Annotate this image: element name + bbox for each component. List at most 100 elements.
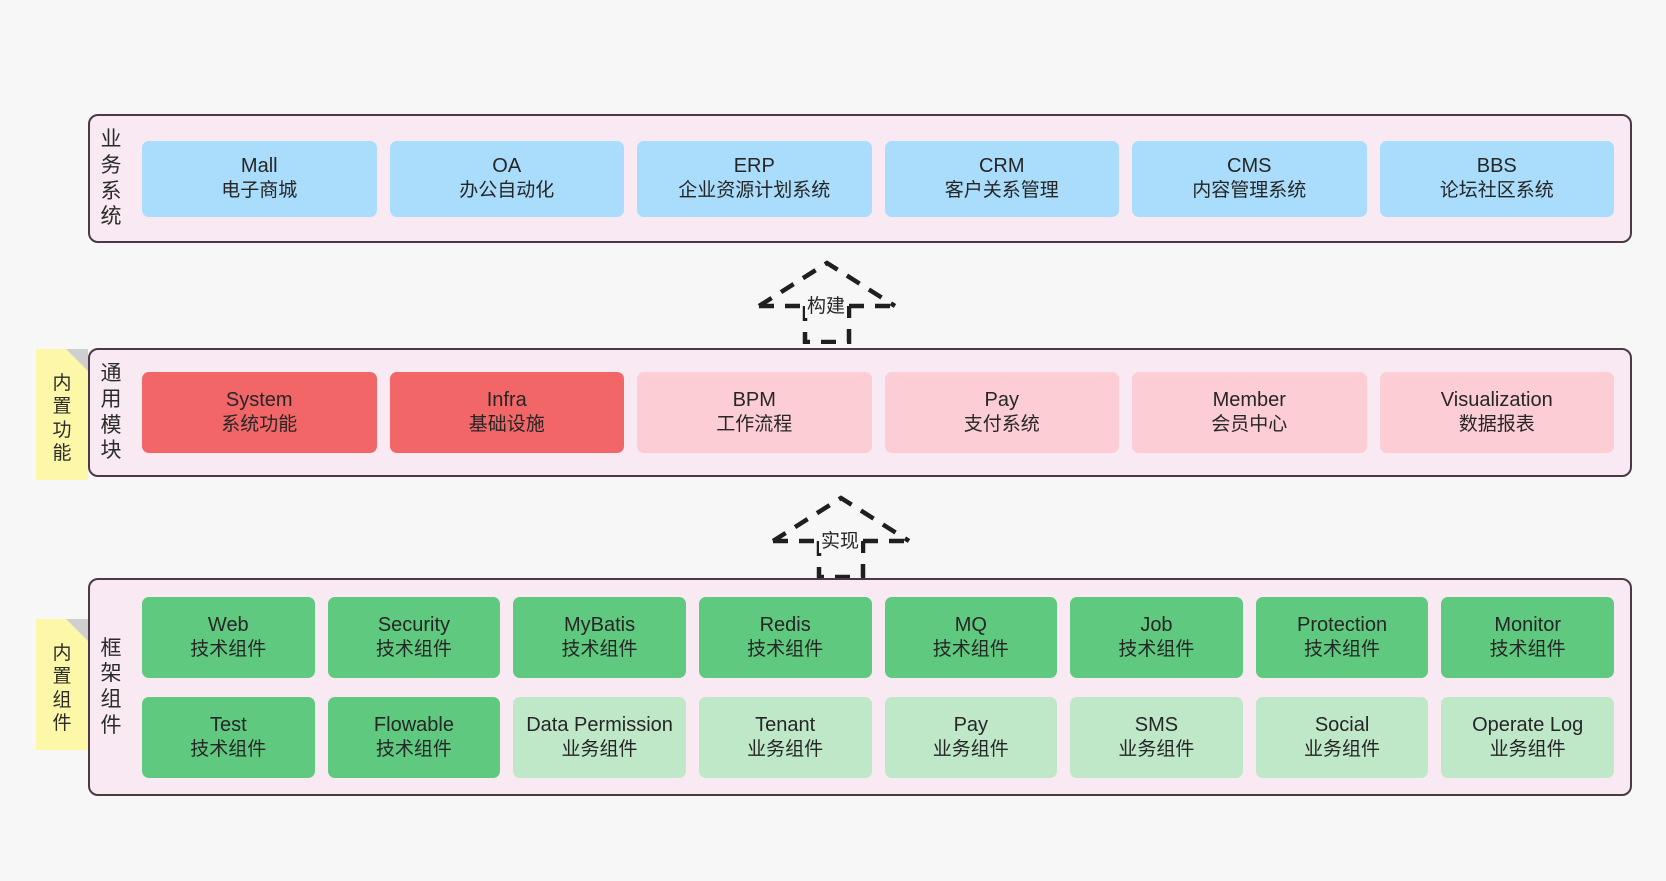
node-web[interactable]: Web 技术组件 xyxy=(142,596,315,678)
connector-build-label: 构建 xyxy=(805,291,848,318)
node-bbs[interactable]: BBS 论坛社区系统 xyxy=(1379,140,1614,217)
note-char: 能 xyxy=(52,442,72,464)
node-sms[interactable]: SMS 业务组件 xyxy=(1070,696,1243,778)
node-title: Monitor xyxy=(1494,613,1562,636)
title-char: 模 xyxy=(100,413,122,437)
node-cms[interactable]: CMS 内容管理系统 xyxy=(1132,140,1367,217)
title-char: 用 xyxy=(100,387,122,411)
node-pay-component[interactable]: Pay 业务组件 xyxy=(884,696,1058,778)
note-char: 内 xyxy=(52,643,72,665)
node-oa[interactable]: OA 办公自动化 xyxy=(389,140,624,217)
title-char: 块 xyxy=(100,439,122,463)
node-mq[interactable]: MQ 技术组件 xyxy=(884,596,1058,678)
layer-common-module-title: 通 用 模 块 xyxy=(90,350,132,475)
node-title: OA xyxy=(492,155,522,178)
node-member[interactable]: Member 会员中心 xyxy=(1132,372,1367,453)
layer-business-system-title: 业 务 系 统 xyxy=(90,116,132,241)
node-system[interactable]: System 系统功能 xyxy=(142,372,377,453)
node-job[interactable]: Job 技术组件 xyxy=(1070,596,1243,678)
title-char: 统 xyxy=(100,205,122,229)
node-pay-module[interactable]: Pay 支付系统 xyxy=(884,372,1119,453)
node-data-permission[interactable]: Data Permission 业务组件 xyxy=(513,696,686,778)
node-title: MyBatis xyxy=(564,613,636,636)
layer-business-system-nodes: Mall 电子商城 OA 办公自动化 ERP 企业资源计划系统 CRM 客户关系… xyxy=(132,116,1630,241)
node-title: Redis xyxy=(759,613,811,636)
title-char: 业 xyxy=(100,128,122,152)
node-title: Security xyxy=(377,613,451,636)
node-title: Operate Log xyxy=(1472,713,1584,736)
node-visualization[interactable]: Visualization 数据报表 xyxy=(1379,372,1614,453)
node-title: Test xyxy=(209,713,247,736)
note-char: 置 xyxy=(52,666,72,688)
node-title: Member xyxy=(1212,389,1286,412)
node-subtitle: 业务组件 xyxy=(1304,738,1381,760)
layer-framework-component-title: 框 架 组 件 xyxy=(90,580,132,794)
connector-build: 构建 xyxy=(756,258,901,344)
node-subtitle: 业务组件 xyxy=(932,738,1009,760)
note-builtin-function: 内 置 功 能 xyxy=(36,349,88,480)
layer-common-module-nodes: System 系统功能 Infra 基础设施 BPM 工作流程 Pay 支付系统… xyxy=(132,350,1630,475)
node-bpm[interactable]: BPM 工作流程 xyxy=(637,372,872,453)
node-subtitle: 业务组件 xyxy=(747,738,824,760)
node-subtitle: 企业资源计划系统 xyxy=(678,180,831,202)
node-subtitle: 数据报表 xyxy=(1458,414,1535,436)
title-char: 系 xyxy=(100,179,122,203)
node-title: Job xyxy=(1140,613,1173,636)
node-erp[interactable]: ERP 企业资源计划系统 xyxy=(637,140,872,217)
node-subtitle: 客户关系管理 xyxy=(944,180,1059,202)
note-char: 内 xyxy=(52,373,72,395)
node-test[interactable]: Test 技术组件 xyxy=(142,696,315,778)
node-subtitle: 技术组件 xyxy=(1304,638,1381,660)
node-title: Pay xyxy=(984,389,1019,412)
node-security[interactable]: Security 技术组件 xyxy=(327,596,501,678)
node-subtitle: 技术组件 xyxy=(747,638,824,660)
node-monitor[interactable]: Monitor 技术组件 xyxy=(1441,596,1614,678)
node-subtitle: 内容管理系统 xyxy=(1192,180,1307,202)
node-title: Data Permission xyxy=(526,713,673,736)
node-subtitle: 工作流程 xyxy=(716,414,793,436)
note-fold-corner-icon xyxy=(66,349,88,371)
node-subtitle: 技术组件 xyxy=(190,638,267,660)
title-char: 框 xyxy=(100,636,122,660)
node-title: CMS xyxy=(1227,155,1272,178)
node-title: CRM xyxy=(978,155,1025,178)
note-char: 置 xyxy=(52,396,72,418)
dashed-generalization-arrow-icon xyxy=(771,495,911,579)
node-title: MQ xyxy=(954,613,987,636)
title-char: 架 xyxy=(100,662,122,686)
title-char: 通 xyxy=(100,362,122,386)
node-mybatis[interactable]: MyBatis 技术组件 xyxy=(513,596,686,678)
note-fold-corner-icon xyxy=(66,619,88,641)
node-title: Pay xyxy=(953,713,989,736)
node-infra[interactable]: Infra 基础设施 xyxy=(389,372,624,453)
note-builtin-component: 内 置 组 件 xyxy=(36,619,88,750)
node-subtitle: 系统功能 xyxy=(221,414,298,436)
note-char: 组 xyxy=(52,689,72,711)
title-char: 组 xyxy=(100,688,122,711)
node-title: Social xyxy=(1314,713,1370,736)
node-title: ERP xyxy=(733,155,775,178)
node-crm[interactable]: CRM 客户关系管理 xyxy=(884,140,1119,217)
node-redis[interactable]: Redis 技术组件 xyxy=(698,596,872,678)
layer-framework-component-nodes: Web 技术组件 Security 技术组件 MyBatis 技术组件 Redi… xyxy=(132,580,1630,794)
node-mall[interactable]: Mall 电子商城 xyxy=(142,140,377,217)
layer-business-system: 业 务 系 统 Mall 电子商城 OA 办公自动化 ERP 企业资源计划系统 … xyxy=(88,114,1632,243)
note-char: 功 xyxy=(52,419,72,441)
node-subtitle: 支付系统 xyxy=(963,414,1040,436)
node-title: Infra xyxy=(486,389,527,412)
title-char: 件 xyxy=(100,713,122,737)
node-operate-log[interactable]: Operate Log 业务组件 xyxy=(1441,696,1614,778)
framework-row-technical: Web 技术组件 Security 技术组件 MyBatis 技术组件 Redi… xyxy=(142,596,1614,678)
node-subtitle: 电子商城 xyxy=(221,180,298,202)
node-subtitle: 论坛社区系统 xyxy=(1439,180,1554,202)
node-protection[interactable]: Protection 技术组件 xyxy=(1255,596,1429,678)
node-subtitle: 办公自动化 xyxy=(459,180,555,202)
node-subtitle: 技术组件 xyxy=(1118,638,1195,660)
node-flowable[interactable]: Flowable 技术组件 xyxy=(327,696,501,778)
title-char: 务 xyxy=(100,153,122,177)
node-subtitle: 业务组件 xyxy=(1118,738,1195,760)
node-social[interactable]: Social 业务组件 xyxy=(1255,696,1429,778)
framework-row-business: Test 技术组件 Flowable 技术组件 Data Permission … xyxy=(142,696,1614,778)
node-tenant[interactable]: Tenant 业务组件 xyxy=(698,696,872,778)
